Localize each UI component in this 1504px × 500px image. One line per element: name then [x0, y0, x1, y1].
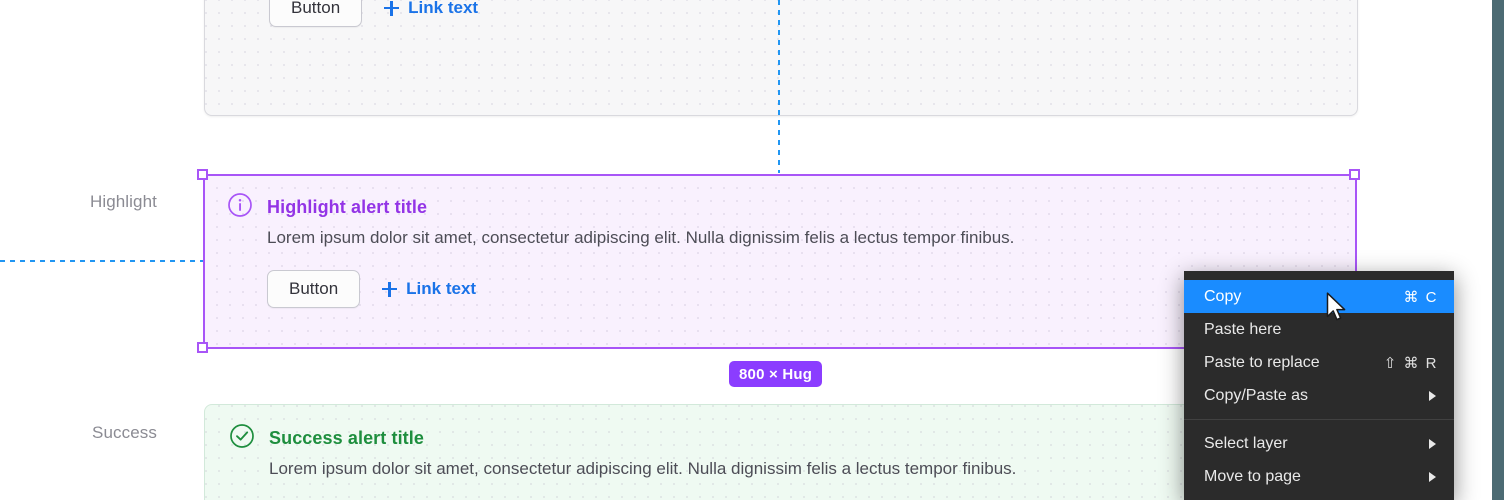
- check-circle-icon: [229, 423, 255, 449]
- selection-edge-bottom: [203, 347, 1357, 349]
- alert-title: Highlight alert title: [267, 197, 428, 217]
- submenu-arrow-icon: [1429, 438, 1436, 449]
- row-label-highlight: Highlight: [89, 192, 157, 211]
- alert-link-label: Link text: [406, 279, 477, 298]
- menu-separator: [1184, 419, 1454, 420]
- selection-edge-left: [203, 174, 205, 349]
- alert-actions: Button Link text: [267, 270, 1333, 308]
- menu-item-select-layer[interactable]: Select layer: [1184, 427, 1454, 460]
- alert-body-text: Lorem ipsum dolor sit amet, consectetur …: [269, 459, 1017, 478]
- right-edge-bar: [1492, 0, 1504, 500]
- alert-card-default[interactable]: Lorem ipsum dolor sit amet, consectetur …: [204, 0, 1358, 116]
- menu-item-shortcut: ⌘ C: [1403, 288, 1438, 306]
- mouse-cursor-icon: [1326, 292, 1348, 324]
- alert-title: Success alert title: [269, 428, 424, 448]
- menu-item-label: Paste here: [1204, 320, 1282, 338]
- alert-link[interactable]: Link text: [382, 279, 476, 299]
- row-label-success: Success: [92, 423, 157, 442]
- selection-handle-top-left[interactable]: [197, 169, 208, 180]
- submenu-arrow-icon: [1429, 471, 1436, 482]
- info-circle-icon: [227, 192, 253, 218]
- alert-header: Success alert title: [229, 423, 1333, 451]
- menu-item-label: Paste to replace: [1204, 353, 1320, 371]
- alert-button[interactable]: Button: [269, 0, 363, 27]
- alert-header: Highlight alert title: [227, 192, 1333, 220]
- menu-item-label: Copy/Paste as: [1204, 386, 1309, 404]
- menu-item-label: Copy: [1204, 287, 1242, 305]
- selection-edge-right: [1355, 174, 1357, 349]
- menu-item-copy[interactable]: Copy ⌘ C: [1184, 280, 1454, 313]
- selection-handle-top-right[interactable]: [1349, 169, 1360, 180]
- plus-icon: [384, 0, 400, 16]
- context-menu[interactable]: Copy ⌘ C Paste here Paste to replace ⇧ ⌘…: [1184, 271, 1454, 500]
- menu-item-move-to-page[interactable]: Move to page: [1184, 460, 1454, 493]
- menu-item-copy-paste-as[interactable]: Copy/Paste as: [1184, 379, 1454, 412]
- menu-item-label: Select layer: [1204, 434, 1288, 452]
- menu-item-label: Move to page: [1204, 467, 1301, 485]
- smart-guide-horizontal: [0, 260, 204, 262]
- alert-body-text: Lorem ipsum dolor sit amet, consectetur …: [267, 228, 1015, 247]
- alert-actions: Button Link text: [269, 0, 1333, 27]
- selection-edge-top: [203, 174, 1357, 176]
- menu-item-paste-to-replace[interactable]: Paste to replace ⇧ ⌘ R: [1184, 346, 1454, 379]
- smart-guide-vertical: [778, 0, 780, 173]
- selection-size-badge: 800 × Hug: [729, 361, 823, 387]
- selection-handle-bottom-left[interactable]: [197, 342, 208, 353]
- alert-button[interactable]: Button: [267, 270, 361, 308]
- menu-item-paste-here[interactable]: Paste here: [1184, 313, 1454, 346]
- alert-link-label: Link text: [408, 0, 479, 17]
- alert-link[interactable]: Link text: [384, 0, 478, 18]
- submenu-arrow-icon: [1429, 390, 1436, 401]
- plus-icon: [382, 281, 398, 297]
- menu-item-shortcut: ⇧ ⌘ R: [1383, 354, 1438, 372]
